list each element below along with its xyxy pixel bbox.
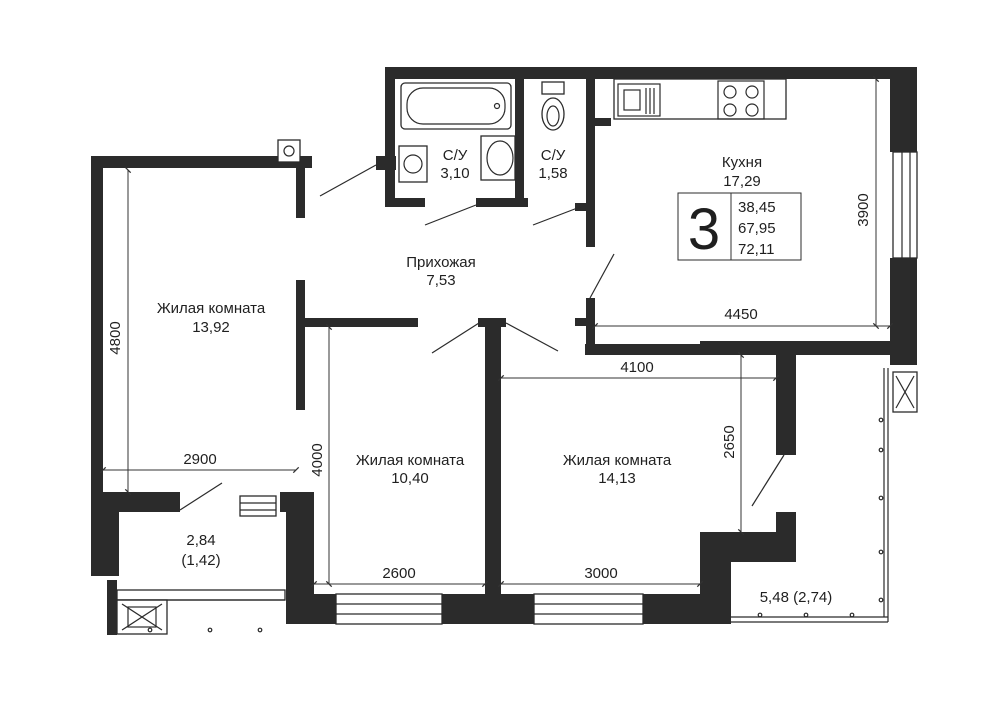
room-living-2-name: Жилая комната xyxy=(356,452,465,469)
total-with-balconies-value: 72,11 xyxy=(738,241,774,258)
balcony-railings xyxy=(117,368,889,633)
dim-4450: 4450 xyxy=(724,306,757,323)
fixtures xyxy=(116,78,918,635)
windows xyxy=(116,151,918,625)
room-living-1-name: Жилая комната xyxy=(157,300,266,317)
room-hallway-area: 7,53 xyxy=(426,272,455,289)
room-hallway-name: Прихожая xyxy=(406,254,476,271)
room-kitchen-area: 17,29 xyxy=(723,173,761,190)
room-living-2-area: 10,40 xyxy=(391,470,429,487)
dim-2900: 2900 xyxy=(183,451,216,468)
apartment-summary: 3 38,45 67,95 72,11 xyxy=(677,192,802,262)
doors xyxy=(179,164,785,511)
living-area-value: 38,45 xyxy=(738,199,776,216)
dimension-lines xyxy=(99,75,894,588)
dim-4800: 4800 xyxy=(107,321,124,354)
room-bath-1-name: С/У xyxy=(443,147,468,164)
dim-3900: 3900 xyxy=(855,193,872,226)
dim-2650: 2650 xyxy=(721,425,738,458)
dim-3000: 3000 xyxy=(584,565,617,582)
room-bath-2-area: 1,58 xyxy=(538,165,567,182)
room-bath-1-area: 3,10 xyxy=(440,165,469,182)
dimension-labels: 4800 2900 4000 2600 3000 4100 2650 4450 … xyxy=(107,193,872,582)
room-living-3-name: Жилая комната xyxy=(563,452,672,469)
walls xyxy=(91,67,917,635)
dim-4000: 4000 xyxy=(309,443,326,476)
room-bath-2-name: С/У xyxy=(541,147,566,164)
rooms-count: 3 xyxy=(688,197,720,262)
dim-4100: 4100 xyxy=(620,359,653,376)
total-area-value: 67,95 xyxy=(738,220,776,237)
balcony-2-area: 5,48 (2,74) xyxy=(760,589,833,606)
room-kitchen-name: Кухня xyxy=(722,154,762,171)
balcony-1-area: 2,84 xyxy=(186,532,215,549)
room-living-3-area: 14,13 xyxy=(598,470,636,487)
room-living-1-area: 13,92 xyxy=(192,319,230,336)
balcony-1-reduced-area: (1,42) xyxy=(181,552,220,569)
room-labels: Жилая комната 13,92 Прихожая 7,53 Кухня … xyxy=(157,147,832,606)
dim-2600: 2600 xyxy=(382,565,415,582)
